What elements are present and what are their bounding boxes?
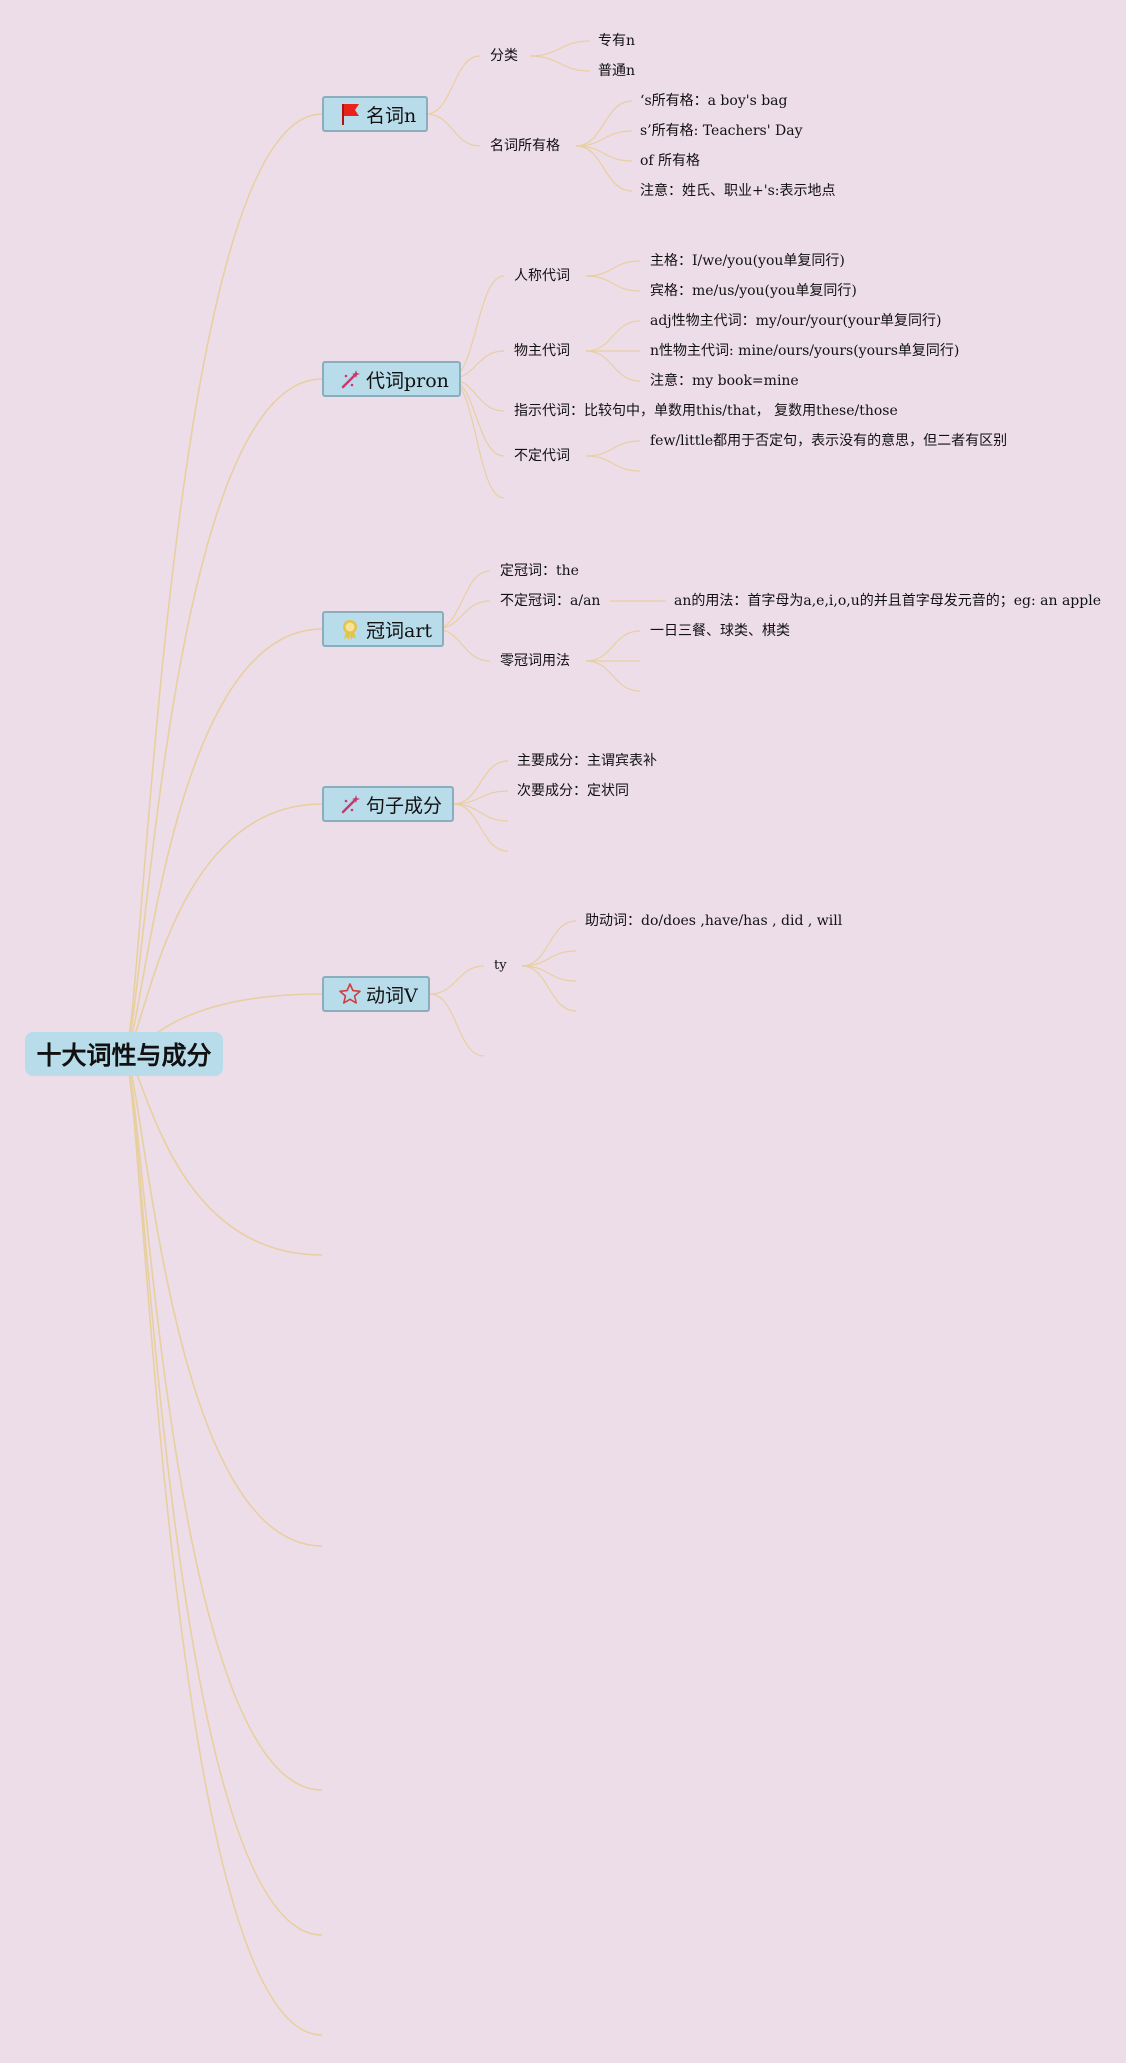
verb-type[interactable]: ty [494, 958, 507, 973]
sentence-main[interactable]: 主要成分：主谓宾表补 [517, 753, 657, 769]
branch-line [452, 790, 509, 805]
article-zero-item[interactable]: 一日三餐、球类、棋类 [650, 623, 790, 639]
root-branch-line [123, 113, 323, 1055]
branch-line [452, 803, 509, 852]
branch-line [585, 350, 641, 382]
noun-classification-item[interactable]: 专有n [598, 33, 636, 49]
medal-icon [338, 617, 362, 641]
branch-line [575, 100, 633, 147]
pronoun-indefinite-item[interactable]: few/little都用于否定句，表示没有的意思，但二者有区别 [650, 433, 1008, 449]
topic-article-label: 冠词art [366, 619, 433, 642]
topic-sentence-label: 句子成分 [366, 794, 443, 817]
root-branch-line [123, 378, 323, 1055]
topic-article[interactable]: 冠词art [322, 611, 445, 647]
branch-line [452, 760, 509, 805]
noun-classification[interactable]: 分类 [490, 48, 518, 64]
branch-line [585, 455, 641, 472]
pronoun-possessive-item[interactable]: 注意：my book=mine [650, 373, 799, 389]
branch-line [425, 55, 481, 115]
root-branch-line [123, 1053, 323, 1256]
article-indefinite-item[interactable]: an的用法：首字母为a,e,i,o,u的并且首字母发元音的；eg: an app… [674, 593, 1101, 609]
root-topic[interactable]: 十大词性与成分 [25, 1032, 223, 1076]
noun-possessive-item[interactable]: 注意：姓氏、职业+'s:表示地点 [640, 183, 836, 199]
branch-line [585, 660, 641, 692]
branch-line [521, 920, 577, 967]
magic-wand-icon [338, 367, 362, 391]
topic-noun[interactable]: 名词n [322, 96, 429, 132]
verb-type-item[interactable]: 助动词：do/does ,have/has , did , will [585, 913, 843, 929]
branch-line [521, 965, 577, 1012]
branch-line [585, 260, 641, 277]
sentence-secondary[interactable]: 次要成分：定状同 [517, 783, 629, 799]
pronoun-indefinite[interactable]: 不定代词 [514, 448, 570, 464]
branch-line [529, 55, 591, 72]
branch-line [575, 145, 633, 192]
noun-possessive-item[interactable]: ‘s所有格：a boy's bag [640, 93, 788, 109]
branch-line [452, 803, 509, 822]
noun-classification-item[interactable]: 普通n [598, 63, 636, 79]
branch-line [425, 113, 481, 147]
root-branch-line [123, 1053, 323, 1547]
branch-line [575, 130, 633, 147]
magic-wand-icon [338, 792, 362, 816]
noun-possessive[interactable]: 名词所有格 [490, 138, 560, 154]
branch-line [575, 145, 633, 162]
article-definite[interactable]: 定冠词：the [500, 563, 579, 579]
branch-line [429, 965, 485, 995]
pronoun-personal[interactable]: 人称代词 [514, 268, 570, 284]
pronoun-possessive-item[interactable]: n性物主代词: mine/ours/yours(yours单复同行) [650, 343, 960, 359]
red-flag-icon [338, 102, 362, 126]
topic-noun-label: 名词n [366, 104, 417, 127]
star-icon [338, 982, 362, 1006]
article-zero[interactable]: 零冠词用法 [500, 653, 570, 669]
branch-line [529, 40, 591, 57]
topic-sentence-components[interactable]: 句子成分 [322, 786, 455, 822]
root-branch-line [123, 1053, 323, 1791]
branch-line [429, 993, 485, 1057]
branch-line [521, 950, 577, 967]
branch-line [585, 630, 641, 662]
topic-verb[interactable]: 动词V [322, 976, 430, 1012]
noun-possessive-item[interactable]: of 所有格 [640, 153, 701, 169]
topic-verb-label: 动词V [366, 984, 418, 1007]
root-branch-line [123, 1053, 323, 1936]
root-branch-line [123, 1053, 323, 2036]
topic-pronoun-label: 代词pron [366, 369, 449, 392]
branch-line [585, 440, 641, 457]
branch-line [521, 965, 577, 982]
pronoun-possessive[interactable]: 物主代词 [514, 343, 570, 359]
root-topic-label: 十大词性与成分 [36, 1041, 212, 1070]
pronoun-personal-item[interactable]: 宾格：me/us/you(you单复同行) [650, 283, 857, 299]
article-indefinite[interactable]: 不定冠词：a/an [500, 593, 601, 609]
branch-line [585, 320, 641, 352]
pronoun-demonstrative[interactable]: 指示代词：比较句中，单数用this/that， 复数用these/those [514, 403, 898, 419]
pronoun-personal-item[interactable]: 主格：I/we/you(you单复同行) [650, 253, 845, 269]
noun-possessive-item[interactable]: s’所有格: Teachers' Day [640, 123, 803, 139]
pronoun-possessive-item[interactable]: adj性物主代词：my/our/your(your单复同行) [650, 313, 942, 329]
branch-line [585, 275, 641, 292]
root-branch-line [123, 628, 323, 1055]
topic-pronoun[interactable]: 代词pron [322, 361, 461, 397]
